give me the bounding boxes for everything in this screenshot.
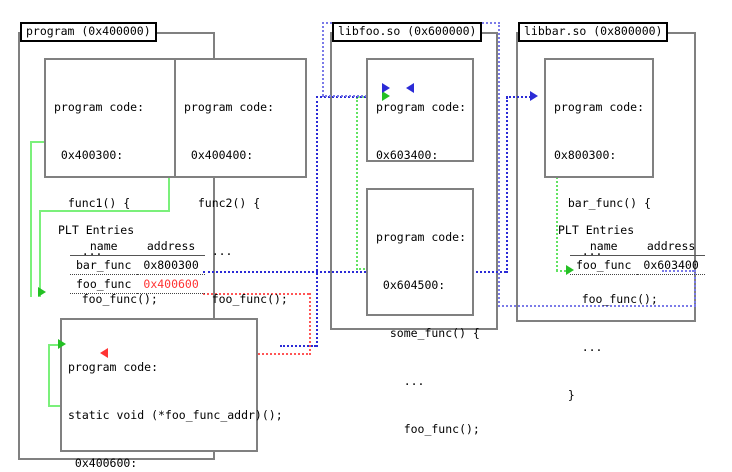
arrowhead-green-to-libbar-plt — [566, 265, 574, 275]
module-libbar-label-text: libbar.so (0x800000) — [524, 24, 663, 39]
code-block-foo-func: program code: 0x603400: foo_func() { ...… — [366, 58, 474, 306]
code-line: func2() { — [184, 196, 261, 210]
code-line: 0x604500: — [376, 278, 446, 292]
green-func2-h — [39, 210, 170, 212]
code-line: ... — [376, 469, 468, 472]
plt-title: PLT Entries — [558, 223, 635, 237]
green-barfunc-v — [556, 141, 558, 271]
plt-entries-libbar: PLT Entries name address foo_func 0x6034… — [556, 222, 705, 275]
code-line: ... — [376, 374, 425, 388]
green-func2-v2 — [39, 210, 41, 297]
code-line: program code: — [68, 360, 159, 374]
blue-libbarplt-h2 — [498, 305, 696, 307]
code-line: 0x400300: — [54, 148, 124, 162]
blue-libbarplt-v3 — [322, 22, 324, 96]
plt-header-row: name address — [570, 238, 705, 256]
code-line-foo-func-call: foo_func(); — [554, 292, 658, 306]
plt-col-address: address — [137, 238, 205, 256]
green-hook-h2 — [48, 344, 60, 346]
code-line: program code: — [184, 100, 275, 114]
blue-libbarplt-v2 — [498, 22, 500, 307]
arrowhead-green-to-plt-foo-func — [38, 287, 46, 297]
arrowhead-green-to-libfoo-foo-func — [382, 91, 390, 101]
plt-col-address: address — [637, 238, 705, 256]
code-line: ... — [184, 244, 233, 258]
code-block-some-func: program code: 0x604500: some_func() { ..… — [366, 188, 480, 472]
plt-table: name address bar_func 0x800300 foo_func … — [70, 238, 205, 294]
code-line: func1() { — [54, 196, 131, 210]
arrowhead-green-to-hook-decl — [58, 339, 66, 349]
code-line-foo-func-call: foo_func(); — [376, 422, 480, 436]
plt-cell-name: foo_func — [570, 255, 638, 275]
green-hook-v — [48, 344, 50, 407]
code-line: 0x400400: — [184, 148, 254, 162]
code-line: } — [554, 388, 575, 402]
code-line-foo-func-addr-decl: static void (*foo_func_addr)(); — [68, 408, 283, 422]
code-block-func2: program code: 0x400400: func2() { ... fo… — [174, 58, 307, 402]
code-line: bar_func() { — [554, 196, 651, 210]
arrowhead-red-to-hook-address — [100, 348, 108, 358]
plt-cell-address: 0x603400 — [637, 255, 705, 275]
code-line-foo-func-call: foo_func(); — [54, 292, 158, 306]
code-block-func1: program code: 0x400300: func1() { ... fo… — [44, 58, 177, 402]
plt-cell-name: foo_func — [70, 274, 138, 294]
blue-libbarplt-h4 — [322, 95, 386, 97]
plt-title: PLT Entries — [58, 223, 135, 237]
plt-cell-name: bar_func — [70, 255, 138, 275]
code-line-foo-func-address: 0x603400: — [376, 148, 439, 162]
code-line: program code: — [376, 230, 467, 244]
code-line-bar-func-address: 0x800300: — [554, 148, 617, 162]
plt-row-bar-func[interactable]: bar_func 0x800300 — [70, 255, 205, 275]
module-libfoo-label-text: libfoo.so (0x600000) — [338, 24, 477, 39]
code-block-hook: program code: static void (*foo_func_add… — [60, 318, 283, 470]
blue-hookaddr-h1 — [280, 345, 316, 347]
code-line-hook-address: 0x400600: — [68, 456, 138, 470]
arrowhead-blue-left-into-libfoo-address — [406, 83, 414, 93]
plt-row-foo-func[interactable]: foo_func 0x603400 — [570, 255, 705, 275]
plt-header-row: name address — [70, 238, 205, 256]
module-libbar-label: libbar.so (0x800000) — [518, 22, 669, 42]
red-hook-v1 — [309, 293, 311, 355]
blue-hookaddr-h2 — [316, 96, 386, 98]
module-program-label-text: program (0x400000) — [26, 24, 151, 39]
blue-barfunc-v1 — [506, 97, 508, 273]
blue-barfunc-h1 — [203, 271, 506, 273]
plt-table: name address foo_func 0x603400 — [570, 238, 705, 275]
plt-cell-address-hooked: 0x400600 — [137, 274, 205, 294]
green-func1-v — [30, 141, 32, 297]
code-line-foo-func-call: foo_func(); — [184, 292, 288, 306]
module-libfoo-label: libfoo.so (0x600000) — [332, 22, 483, 42]
plt-col-name: name — [70, 238, 138, 256]
code-line: program code: — [554, 100, 645, 114]
code-line: program code: — [54, 100, 145, 114]
code-block-bar-func: program code: 0x800300: bar_func() { ...… — [544, 58, 658, 402]
plt-col-name: name — [570, 238, 638, 256]
blue-hookaddr-v1 — [316, 96, 318, 347]
blue-libbarplt-v1 — [694, 270, 696, 306]
code-line: ... — [554, 340, 603, 354]
module-program-label: program (0x400000) — [20, 22, 157, 42]
arrowhead-blue-to-libbar-bar-func — [530, 91, 538, 101]
plt-cell-address: 0x800300 — [137, 255, 205, 275]
plt-row-foo-func[interactable]: foo_func 0x400600 — [70, 274, 205, 294]
code-line: program code: — [376, 100, 467, 114]
plt-entries-program: PLT Entries name address bar_func 0x8003… — [56, 222, 205, 294]
green-barfunc-h-bot — [556, 270, 570, 272]
green-somefunc-v — [356, 97, 358, 270]
red-hook-h1 — [203, 293, 309, 295]
blue-barfunc-h2 — [506, 96, 534, 98]
arrowhead-blue-to-libfoo-foo-func — [382, 83, 390, 93]
code-line: some_func() { — [376, 326, 480, 340]
